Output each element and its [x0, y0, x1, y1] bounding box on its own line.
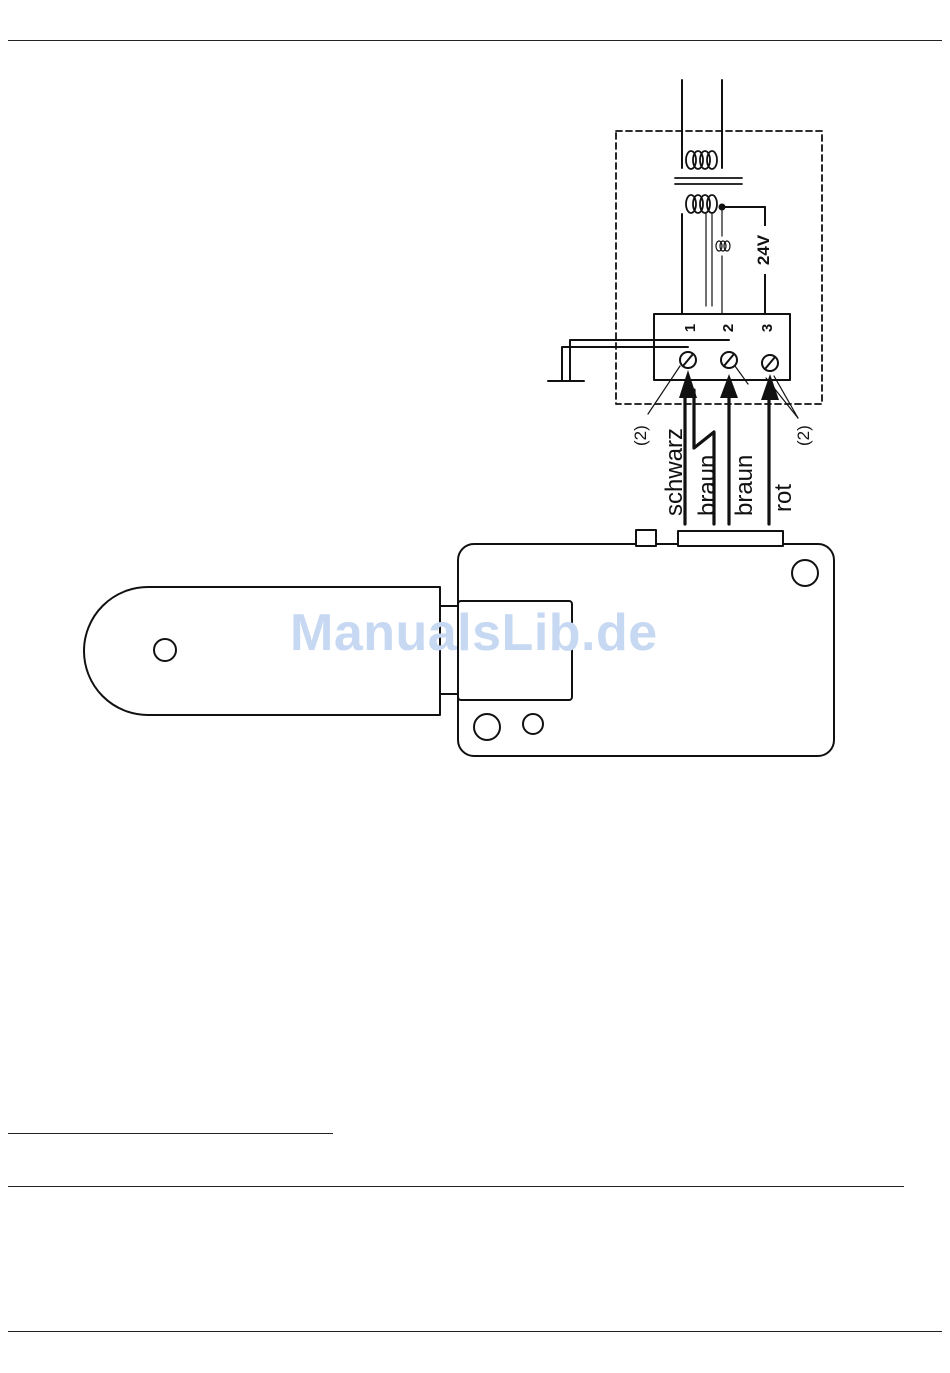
lever-hole: [154, 639, 176, 661]
primary-coil: [686, 151, 717, 169]
wire-label-braun-2: braun: [731, 455, 758, 516]
transformer-core: [675, 178, 742, 184]
mount-hole-right: [792, 560, 818, 586]
wire-label-braun-1: braun: [694, 455, 721, 516]
connector-tab: [636, 530, 656, 546]
mount-hole-bottom-small: [523, 714, 543, 734]
wire-label-schwarz: schwarz: [661, 428, 688, 516]
mount-hole-bottom-large: [474, 714, 500, 740]
callout-right: (2): [794, 425, 813, 446]
terminal-number-2: 2: [720, 324, 737, 332]
voltage-label: 24V: [754, 234, 773, 265]
secondary-coil: [686, 195, 717, 213]
heater-element: [706, 207, 730, 314]
wire-label-rot: rot: [770, 484, 797, 512]
callout-left: (2): [631, 425, 650, 446]
connector-block: [678, 531, 783, 546]
watermark: ManualsLib.de: [290, 603, 670, 663]
terminal-number-1: 1: [682, 324, 699, 332]
terminal-number-3: 3: [759, 324, 776, 332]
screw-1: [680, 352, 696, 368]
screw-3: [762, 355, 778, 371]
